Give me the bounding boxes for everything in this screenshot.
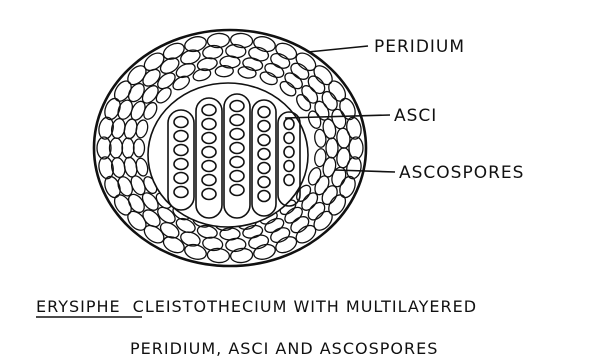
asci-label: ASCI (394, 106, 437, 126)
peridium-pointer (308, 46, 368, 52)
peridium-label: PERIDIUM (374, 37, 465, 57)
peridium-cell (263, 61, 286, 80)
ascospores-label: ASCOSPORES (399, 163, 524, 183)
peridium-cell (321, 118, 337, 140)
peridium-cell (314, 148, 327, 167)
ascospores-pointer (335, 170, 395, 172)
peridium-cell (134, 119, 149, 139)
caption-line-1: ERYSIPHE CLEISTOTHECIUM WITH MULTILAYERED (36, 297, 477, 316)
asci-cluster (148, 83, 308, 227)
peridium-cell (326, 138, 338, 158)
peridium-cell (306, 109, 323, 130)
peridium-cell (134, 139, 145, 157)
peridium-cell (268, 51, 292, 71)
caption-line-2: PERIDIUM, ASCI AND ASCOSPORES (130, 339, 438, 358)
peridium-cell (111, 192, 134, 218)
peridium-cell (349, 137, 363, 159)
peridium-cell (294, 92, 313, 113)
caption-genus: ERYSIPHE (36, 297, 121, 316)
peridium-cell (258, 69, 279, 87)
peridium-cell (111, 78, 134, 104)
peridium-cell (237, 65, 257, 79)
peridium-cell (330, 108, 348, 131)
caption-line1-text: CLEISTOTHECIUM WITH MULTILAYERED (133, 297, 477, 316)
peridium-cell (278, 79, 299, 99)
peridium-cell (321, 156, 337, 178)
peridium-cell (268, 225, 292, 245)
peridium-cell (242, 56, 264, 72)
peridium-cell (314, 129, 327, 148)
peridium-cell (306, 166, 323, 187)
peridium-cell (330, 166, 348, 189)
peridium-cell (134, 157, 149, 177)
peridium-cell (122, 138, 134, 158)
peridium-cell (154, 85, 174, 106)
asci-pointer (285, 115, 390, 118)
